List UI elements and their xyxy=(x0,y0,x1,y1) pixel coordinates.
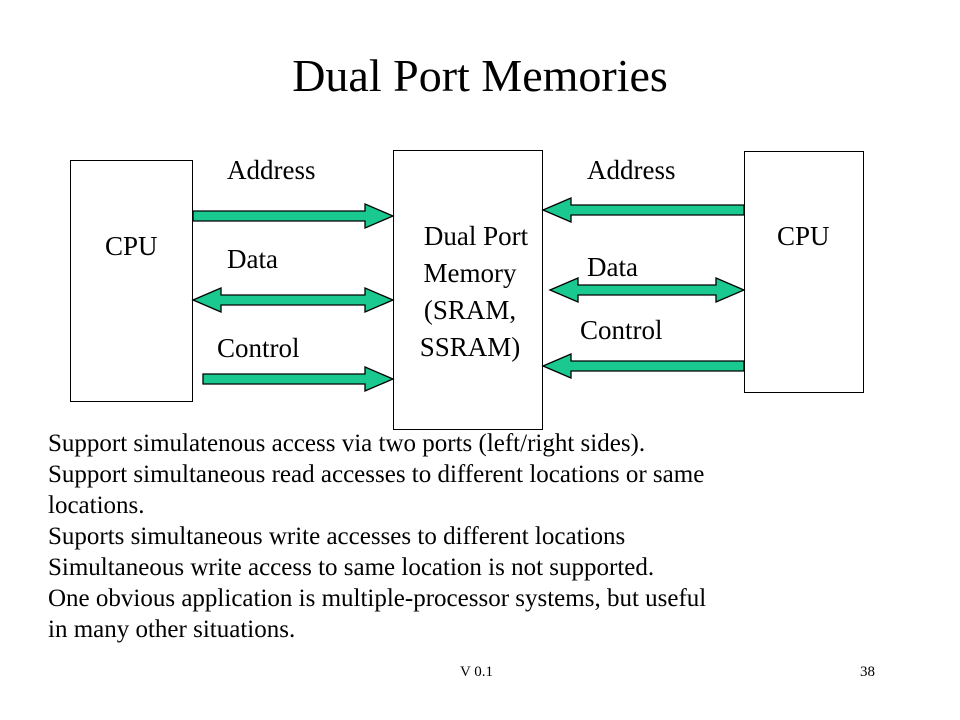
body-line: Support simultaneous read accesses to di… xyxy=(48,461,705,488)
right-cpu-box xyxy=(744,151,864,393)
left-cpu-label: CPU xyxy=(105,231,158,261)
right-cpu-label: CPU xyxy=(777,221,830,251)
body-line: locations. xyxy=(48,492,145,519)
memory-label-line: Dual Port xyxy=(423,221,529,251)
memory-label-line: (SRAM, xyxy=(423,295,517,325)
right-control-arrow xyxy=(541,353,745,379)
body-line: Simultaneous write access to same locati… xyxy=(48,554,655,581)
right-address-arrow xyxy=(541,197,745,223)
left-address-label: Address xyxy=(227,155,316,185)
left-data-arrow xyxy=(191,287,395,313)
slide-title: Dual Port Memories xyxy=(292,50,668,101)
memory-label-line: SSRAM) xyxy=(419,332,521,362)
body-line: Support simulatenous access via two port… xyxy=(48,430,646,457)
right-control-label: Control xyxy=(580,315,663,345)
body-line: in many other situations. xyxy=(48,616,296,643)
footer-page-number: 38 xyxy=(860,664,875,680)
right-data-arrow xyxy=(548,277,746,303)
body-text: Support simulatenous access via two port… xyxy=(48,428,928,645)
left-address-arrow xyxy=(192,203,395,229)
memory-label-line: Memory xyxy=(423,258,517,288)
body-line: One obvious application is multiple-proc… xyxy=(48,585,707,612)
body-line: Suports simultaneous write accesses to d… xyxy=(48,523,626,550)
left-cpu-box xyxy=(70,160,193,402)
memory-label: Dual Port Memory (SRAM, SSRAM) xyxy=(400,218,540,366)
left-control-label: Control xyxy=(217,333,300,363)
left-control-arrow xyxy=(202,366,395,392)
right-address-label: Address xyxy=(587,155,676,185)
left-data-label: Data xyxy=(227,244,278,274)
footer-version: V 0.1 xyxy=(460,664,494,680)
dual-port-memory-box xyxy=(393,150,543,430)
right-data-label: Data xyxy=(587,252,638,282)
